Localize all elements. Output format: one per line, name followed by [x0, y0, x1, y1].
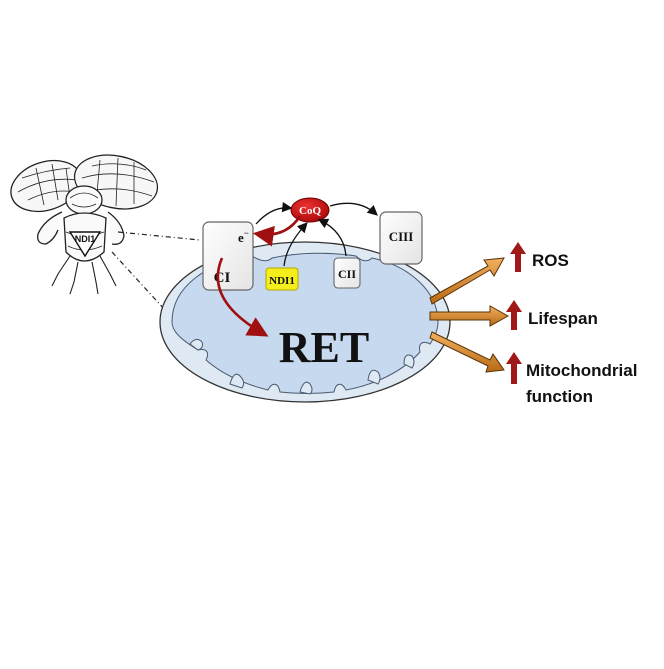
complex-iii: CIII	[379, 211, 423, 265]
fly-drawing	[10, 154, 159, 295]
fly-badge-label: NDI1	[75, 234, 96, 244]
increase-arrow-icon	[510, 242, 526, 272]
electron-label: e−	[238, 228, 249, 245]
outcome-mito-label-line2: function	[526, 387, 593, 406]
arrow-to-ros	[429, 257, 505, 305]
outcome-lifespan: Lifespan	[506, 300, 598, 330]
ndi1-enzyme: NDI1	[265, 267, 299, 291]
increase-arrow-icon	[506, 352, 522, 384]
increase-arrow-icon	[506, 300, 522, 330]
ndi1-label: NDI1	[269, 275, 295, 287]
coq-pool: CoQ	[290, 197, 330, 223]
reverse-electron-flow	[216, 215, 302, 337]
complex-i: CI e−	[202, 221, 254, 291]
ndi1-emblem: NDI1	[68, 231, 102, 258]
outcome-lifespan-label: Lifespan	[528, 309, 598, 328]
outcome-ros-label: ROS	[532, 251, 569, 270]
outcome-mito-label-line1: Mitochondrial	[526, 361, 637, 380]
outcome-mitochondrial-function: Mitochondrial function	[506, 352, 637, 406]
arrow-to-mitochondrial-function	[429, 331, 505, 373]
complex-iii-label: CIII	[389, 229, 414, 244]
fly-head	[65, 185, 103, 215]
forward-electron-flow	[255, 201, 378, 267]
outcome-ros: ROS	[510, 242, 569, 272]
output-arrows	[429, 257, 510, 373]
coq-label: CoQ	[299, 205, 321, 217]
ret-label: RET	[279, 323, 369, 372]
complex-ii: CII	[333, 257, 361, 289]
zoom-lines	[111, 231, 201, 323]
arrow-to-lifespan	[429, 305, 510, 327]
complex-ii-label: CII	[338, 267, 356, 281]
complex-i-label: CI	[214, 270, 231, 286]
